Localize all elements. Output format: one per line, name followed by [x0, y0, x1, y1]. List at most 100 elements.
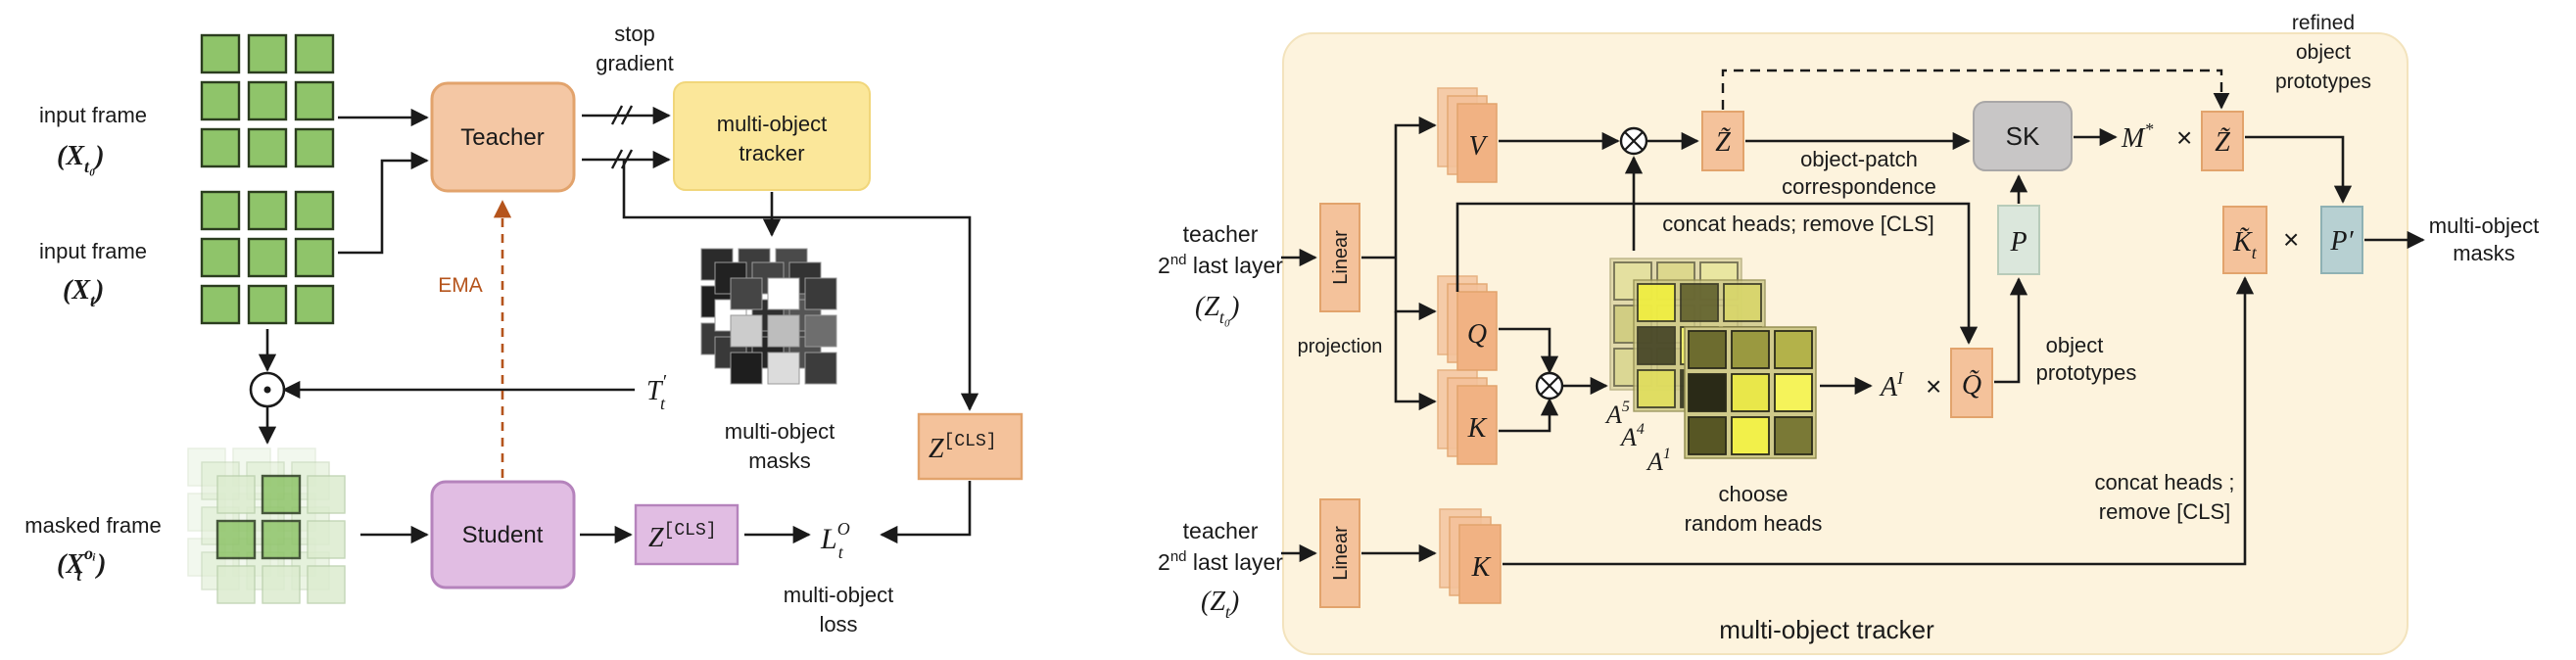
q-label: Q	[1467, 319, 1487, 350]
head-cell	[1637, 326, 1676, 365]
projection-label: projection	[1298, 336, 1383, 357]
head-cell	[1731, 330, 1770, 369]
head-cell	[1680, 283, 1719, 322]
masked-cell	[262, 565, 301, 604]
times-2: ×	[2283, 224, 2299, 255]
mask-cell	[804, 352, 837, 385]
tracker-label-2: tracker	[739, 141, 804, 165]
input-frame-t-grid	[200, 190, 335, 325]
times-3: ×	[1926, 371, 1941, 401]
t-prime-label: T′t	[646, 371, 667, 413]
a5-label: A5	[1604, 399, 1630, 429]
choose-label-1: choose	[1719, 482, 1789, 506]
attention-heads-stack	[1609, 258, 1817, 459]
head-cell	[1774, 373, 1813, 412]
refined-label-1: refined	[2292, 12, 2355, 34]
stop-gradient-label-1: stop	[614, 22, 655, 46]
grid-cell	[294, 237, 335, 278]
tracker-background	[1282, 32, 2409, 655]
p-label: P	[2009, 227, 2027, 258]
ema-label: EMA	[438, 274, 483, 297]
q-stack: Q	[1437, 275, 1498, 371]
masks-stack	[700, 248, 837, 385]
z-tilde-label-2: Z̃	[2215, 127, 2230, 158]
masks-label-2: masks	[748, 448, 811, 473]
grid-cell	[200, 80, 241, 121]
concat-heads-2-label-1: concat heads ;	[2094, 470, 2234, 495]
masked-cell	[215, 519, 257, 560]
v-stack: V	[1437, 87, 1498, 183]
head-cell	[1637, 369, 1676, 408]
tracker-box	[673, 81, 871, 191]
loss-label-2: loss	[819, 612, 857, 636]
masked-cell	[216, 475, 256, 514]
teacher-bot-label-2: 2nd last layer	[1158, 548, 1283, 575]
k-bottom-stack: K	[1439, 508, 1502, 604]
head-cell	[1688, 373, 1727, 412]
dashed-ztilde-link	[1721, 69, 2230, 110]
times-1: ×	[2176, 122, 2192, 153]
mask-cell	[767, 314, 800, 348]
left-panel: input frame (Xt₀) input frame (Xt) maske…	[24, 22, 1024, 636]
grid-cell	[247, 80, 288, 121]
teacher-bot-label-3: (Zt)	[1201, 587, 1239, 622]
teacher-top-label-2: 2nd last layer	[1158, 252, 1283, 278]
arrow-q-qtilde	[1455, 202, 1979, 345]
mask-cell	[730, 314, 763, 348]
grid-cell	[294, 127, 335, 168]
grid-cell	[247, 33, 288, 74]
a-i-label: AI	[1879, 368, 1904, 402]
grid-cell	[294, 80, 335, 121]
head-cell	[1688, 330, 1727, 369]
object-prototypes-label-1: object	[2046, 333, 2104, 357]
correspondence-label-2: correspondence	[1782, 174, 1936, 199]
mask-cell	[767, 352, 800, 385]
head-cell	[1731, 416, 1770, 455]
masked-frame-label: masked frame	[24, 513, 161, 538]
correspondence-label-1: object-patch	[1800, 147, 1918, 171]
k-stack: K	[1437, 369, 1498, 465]
arrow-t-teacher	[338, 151, 429, 255]
k-label: K	[1467, 413, 1488, 444]
z-tilde-label: Z̃	[1715, 127, 1731, 158]
choose-label-2: random heads	[1685, 511, 1823, 536]
grid-cell	[247, 237, 288, 278]
arrow-teacher-zcls	[622, 160, 979, 411]
head-cell	[1723, 283, 1762, 322]
output-label-1: multi-object	[2429, 213, 2539, 238]
p-box	[1997, 205, 2040, 275]
teacher-top-label-3: (Zt₀)	[1195, 292, 1240, 327]
object-prototypes-label-2: prototypes	[2036, 360, 2137, 385]
k-bottom-label: K	[1471, 552, 1492, 583]
teacher-box	[430, 81, 576, 193]
x-t0-label: (Xt₀)	[57, 141, 105, 176]
arrow-linear-v	[1394, 116, 1437, 258]
mask-cell	[804, 314, 837, 348]
masked-cell	[307, 475, 346, 514]
z-cls-student-label: Z[CLS]	[648, 521, 717, 553]
masked-frame-stack	[187, 448, 346, 604]
linear-top-box	[1319, 203, 1360, 312]
a1-label: A1	[1646, 446, 1671, 476]
z-cls-student-box	[634, 503, 739, 566]
mask-cell	[730, 352, 763, 385]
p-prime-box	[2320, 206, 2363, 274]
head-cell	[1688, 416, 1727, 455]
p-prime-label: P′	[2329, 226, 2354, 257]
grid-cell	[200, 33, 241, 74]
tracker-title: multi-object tracker	[1719, 615, 1934, 644]
z-cls-teacher-box	[917, 412, 1024, 481]
head-cell	[1774, 416, 1813, 455]
student-label: Student	[462, 522, 544, 548]
mask-cell	[767, 277, 800, 310]
a4-label: A4	[1619, 421, 1645, 451]
masks-label-1: multi-object	[725, 419, 835, 444]
head-cell	[1637, 283, 1676, 322]
masked-cell	[261, 474, 302, 515]
k-tilde-label: K̃t	[2232, 227, 2258, 262]
sk-box	[1973, 101, 2073, 171]
arrow-qtilde-p	[1994, 277, 2028, 384]
grid-cell	[294, 284, 335, 325]
refined-label-3: prototypes	[2275, 71, 2371, 93]
